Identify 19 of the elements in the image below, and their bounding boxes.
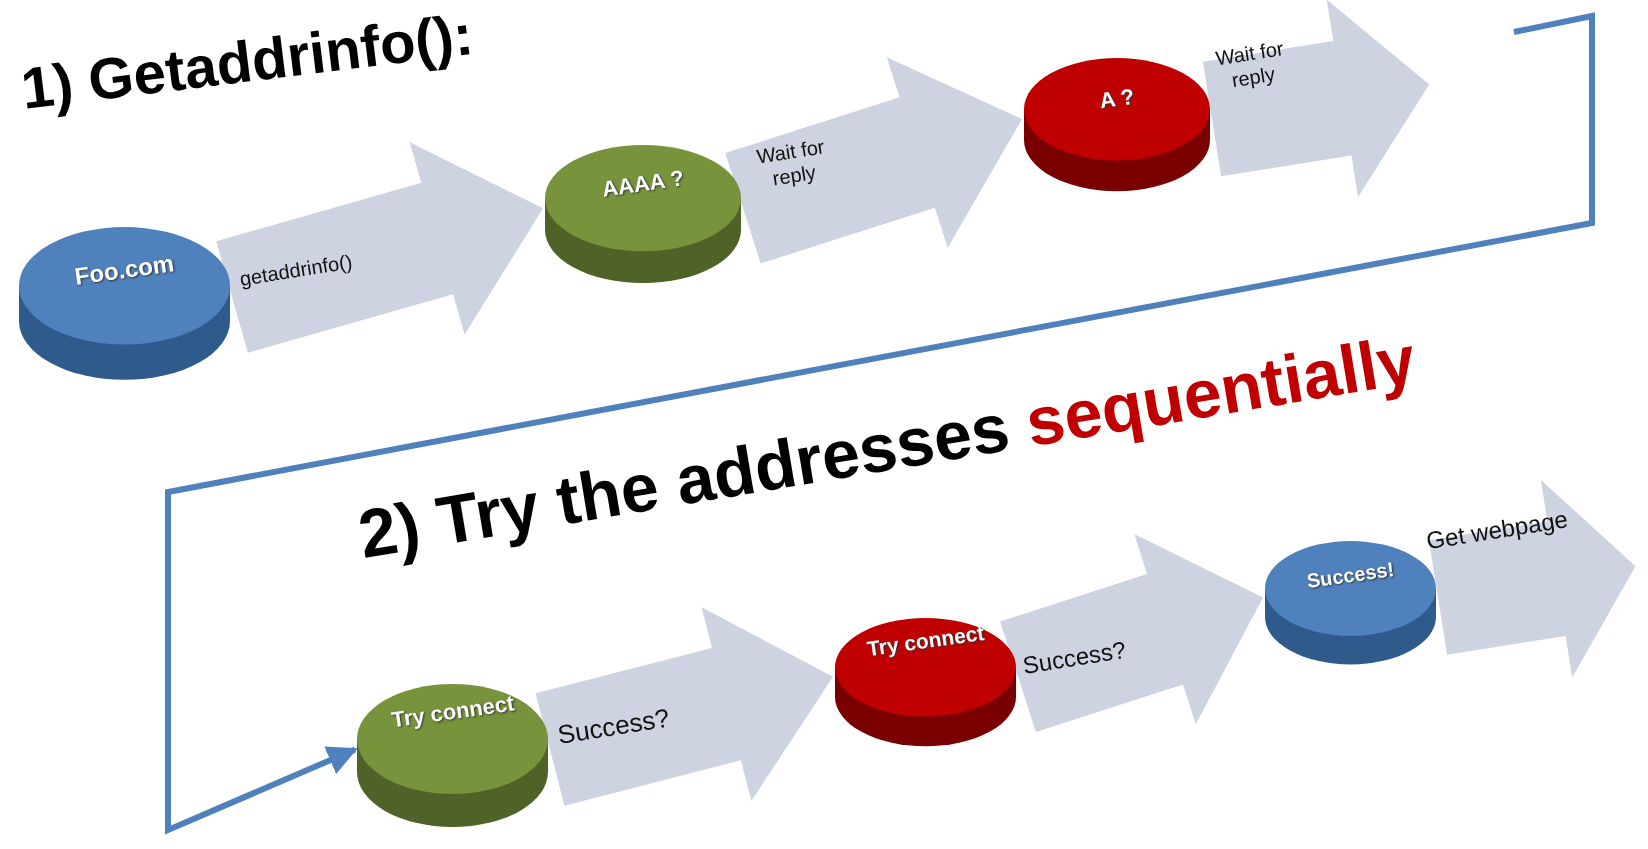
- block-arrow: [725, 57, 1022, 264]
- edge-label: Wait for reply: [1213, 36, 1286, 94]
- edge-label: Get webpage: [1423, 504, 1571, 556]
- edge-label: Wait for reply: [754, 134, 827, 192]
- block-arrow: [1202, 0, 1430, 198]
- disc-label: Try connect: [388, 689, 517, 735]
- edge-label: Success?: [1020, 634, 1129, 681]
- disc-label: Success!: [1304, 557, 1397, 594]
- block-arrow: [535, 607, 833, 806]
- disc-label: Try connect: [864, 619, 987, 662]
- heading: 1) Getaddrinfo():: [17, 5, 476, 118]
- disc-label: AAAA ?: [599, 164, 687, 204]
- block-arrow: [1000, 534, 1263, 732]
- block-arrow: [216, 142, 543, 353]
- arrow: [165, 12, 1595, 835]
- edge-label: Success?: [555, 701, 673, 751]
- disc-label: Foo.com: [72, 248, 177, 292]
- disc-label: A ?: [1097, 82, 1137, 116]
- block-arrow: [1428, 480, 1636, 678]
